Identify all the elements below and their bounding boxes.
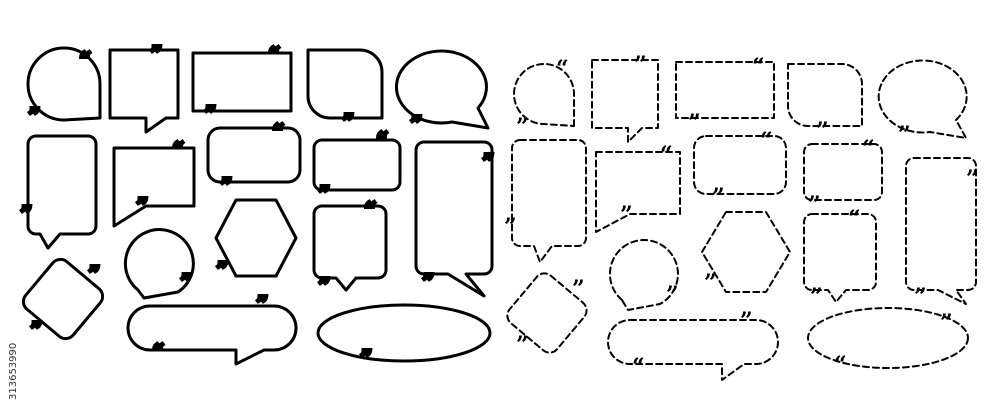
dashed-bubble-tall-rounded (511, 139, 587, 263)
quote-open-mark: ” (516, 332, 529, 358)
quote-close-mark: ” (318, 274, 331, 300)
quote-open-mark: “ (632, 354, 645, 380)
quote-open-mark: “ (268, 43, 281, 69)
solid-bubble-ellipse (316, 303, 492, 363)
quote-close-mark: ” (88, 262, 101, 288)
dashed-bubble-diamond (506, 272, 588, 354)
solid-bubble-hexagon (214, 198, 298, 278)
solid-bubble-round (123, 228, 195, 300)
quote-close-mark: ” (150, 42, 163, 68)
quote-close-mark: ” (808, 192, 821, 218)
quote-close-mark: ” (28, 104, 41, 130)
dashed-bubble-hexagon (701, 211, 791, 293)
quote-open-mark: “ (760, 128, 773, 154)
quote-close-mark: ” (712, 184, 725, 210)
solid-bubble-rectangle (191, 51, 293, 113)
quote-close-mark: ” (810, 284, 823, 310)
quote-close-mark: ” (516, 114, 529, 140)
solid-bubble-wide-rounded (312, 138, 402, 192)
dashed-bubble-ellipse (807, 307, 969, 369)
quote-close-mark: ” (572, 276, 585, 302)
quote-close-mark: ” (966, 166, 979, 192)
quote-close-mark: ” (342, 110, 355, 136)
dashed-bubble-square-center-tail (803, 213, 877, 303)
quote-open-mark: “ (272, 120, 285, 146)
quote-close-mark: ” (256, 292, 269, 318)
quote-close-mark: ” (740, 308, 753, 334)
quote-open-mark: “ (848, 206, 861, 232)
quote-open-mark: ” (30, 318, 43, 344)
quote-open-mark: “ (364, 198, 377, 224)
solid-bubble-tower (414, 140, 494, 298)
quote-close-mark: ” (318, 182, 331, 208)
dashed-bubble-round (608, 239, 679, 311)
quote-close-mark: ” (898, 122, 911, 148)
dashed-bubble-angled (595, 151, 681, 233)
quote-close-mark: ” (220, 174, 233, 200)
solid-bubble-angled (112, 146, 196, 228)
quote-close-mark: ” (816, 118, 829, 144)
quote-open-mark: “ (752, 54, 765, 80)
quote-close-mark: ” (360, 346, 373, 372)
quote-open-mark: “ (660, 142, 673, 168)
dashed-bubble-rounded-rect (693, 135, 787, 195)
dashed-bubble-set: “ ” ” “ ” ” ” ” “ ” “ ” “ ” ” ” ” “ ” ” … (504, 52, 979, 381)
solid-bubble-leaf (306, 48, 384, 120)
dashed-bubble-tower (905, 157, 977, 305)
solid-bubble-square-center-tail (312, 204, 388, 292)
solid-bubble-oval (395, 49, 490, 130)
quote-open-mark: ” (216, 258, 229, 284)
quote-close-mark: ” (620, 202, 633, 228)
solid-bubble-diamond (21, 257, 105, 341)
quote-close-mark: ” (20, 202, 33, 228)
quote-close-mark: ” (634, 52, 647, 78)
quote-open-mark: “ (556, 56, 569, 82)
quote-close-mark: ” (204, 102, 217, 128)
quote-close-mark: ” (504, 214, 517, 240)
dashed-bubble-circle (513, 63, 575, 127)
quote-close-mark: ” (482, 150, 495, 176)
quote-close-mark: ” (704, 270, 717, 296)
quote-close-mark: ” (914, 284, 927, 310)
quote-close-mark: ” (688, 110, 701, 136)
dashed-bubble-oval (877, 59, 968, 139)
quote-open-mark: “ (152, 340, 165, 366)
solid-bubble-pill (126, 304, 298, 366)
quote-close-mark: ” (940, 310, 953, 336)
dashed-bubble-leaf (787, 63, 863, 127)
solid-bubble-tall-rounded (26, 134, 98, 250)
quote-open-mark: “ (79, 48, 92, 74)
quote-close-mark: ” (410, 112, 423, 138)
solid-bubble-circle (26, 46, 102, 122)
quote-close-mark: ” (422, 270, 435, 296)
dashed-bubble-rectangle (675, 61, 775, 119)
solid-bubble-square-tail (108, 48, 180, 134)
quote-close-mark: ” (180, 270, 193, 296)
solid-bubble-set: “ ” ” “ ” ” ” ” “ ” “ ” “ ” ” ” (19, 41, 497, 374)
quote-close-mark: ” (136, 194, 149, 220)
quote-open-mark: “ (862, 136, 875, 162)
dashed-bubble-wide-rounded (803, 143, 883, 201)
solid-bubble-rounded-rect (206, 126, 302, 184)
quote-close-mark: ” (666, 282, 679, 308)
dashed-bubble-pill (607, 319, 779, 381)
dashed-bubble-square-tail (591, 59, 659, 143)
quote-open-mark: “ (834, 352, 847, 378)
quote-open-mark: “ (172, 138, 185, 164)
quote-open-mark: “ (376, 128, 389, 154)
